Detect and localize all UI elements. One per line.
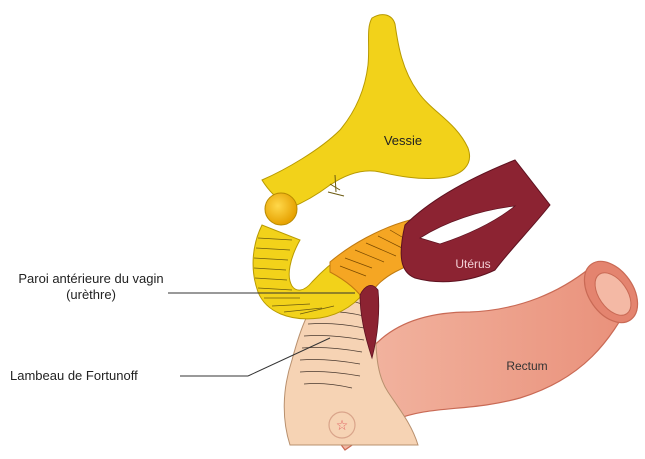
label-paroi-line2: (urèthre) [6,287,176,303]
label-rectum: Rectum [506,359,547,373]
label-paroi-line1: Paroi antérieure du vagin [6,271,176,287]
bladder-shape [262,15,470,208]
urethral-meatus-ball [265,193,297,225]
label-vessie: Vessie [384,133,422,148]
label-uterus: Utérus [455,257,490,271]
label-paroi-anterieure: Paroi antérieure du vagin (urèthre) [6,271,176,303]
svg-text:☆: ☆ [336,418,349,434]
label-lambeau-fortunoff: Lambeau de Fortunoff [10,368,138,384]
